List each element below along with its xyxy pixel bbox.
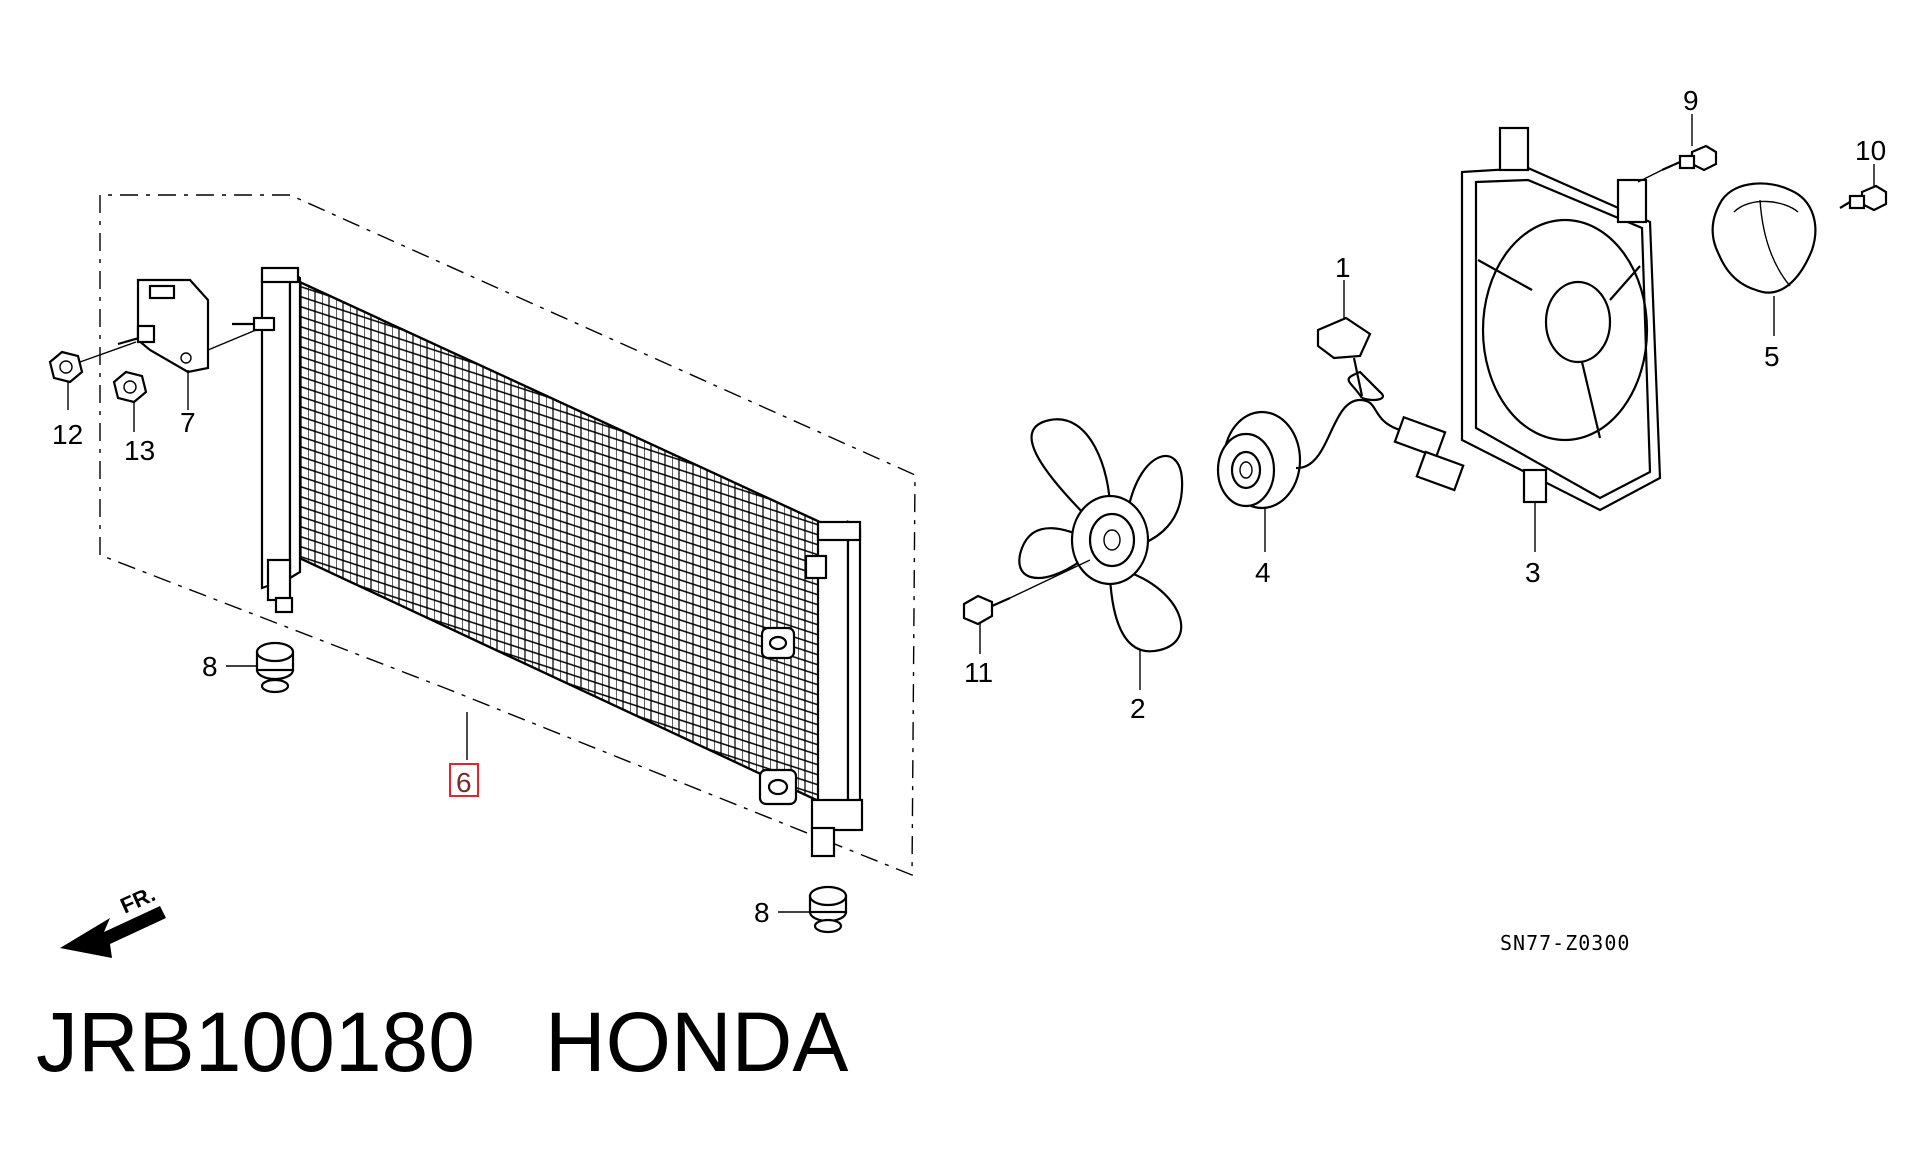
- callout-8-lower: 8: [754, 897, 770, 928]
- callout-4: 4: [1255, 557, 1271, 588]
- callout-10: 10: [1855, 135, 1886, 166]
- callout-1: 1: [1335, 252, 1351, 283]
- fan-part-2[interactable]: [1018, 418, 1184, 690]
- brand-name: HONDA: [545, 995, 849, 1089]
- bolt-part-10[interactable]: [1839, 164, 1888, 212]
- bracket-part-7[interactable]: [117, 278, 257, 410]
- cover-part-5[interactable]: [1711, 182, 1817, 336]
- shroud-part-3[interactable]: [1460, 126, 1662, 552]
- clip-part-1[interactable]: [1316, 280, 1372, 397]
- bolt-part-11[interactable]: [962, 559, 1091, 654]
- nut-part-12[interactable]: [48, 341, 137, 410]
- svg-text:6: 6: [456, 767, 472, 798]
- footer-gap: [475, 995, 545, 1089]
- motor-part-4[interactable]: [1216, 370, 1465, 552]
- part-number: JRB100180: [36, 995, 475, 1089]
- callout-labels: 1 2 3 4 5 7 8 8 9 10 11 12 13: [52, 85, 1886, 928]
- callout-11: 11: [964, 657, 993, 688]
- callout-5: 5: [1764, 341, 1780, 372]
- diagram-code: SN77-Z0300: [1500, 931, 1630, 955]
- cushion-part-8-lower[interactable]: [778, 885, 848, 934]
- cushion-part-8-upper[interactable]: [226, 641, 295, 694]
- callout-6[interactable]: 6: [449, 763, 479, 798]
- bolt-part-9[interactable]: [1637, 114, 1718, 183]
- part-footer: JRB100180 HONDA: [36, 1000, 848, 1084]
- front-direction-arrow: FR.: [60, 881, 166, 958]
- callout-8-upper: 8: [202, 651, 218, 682]
- callout-9: 9: [1683, 85, 1699, 116]
- nut-part-13[interactable]: [112, 370, 148, 432]
- condenser-part-6[interactable]: [232, 266, 864, 858]
- callout-7: 7: [180, 407, 196, 438]
- callout-2: 2: [1130, 693, 1146, 724]
- callout-3: 3: [1525, 557, 1541, 588]
- assembly-boundary: [99, 194, 916, 877]
- callout-13: 13: [124, 435, 155, 466]
- callout-12: 12: [52, 419, 83, 450]
